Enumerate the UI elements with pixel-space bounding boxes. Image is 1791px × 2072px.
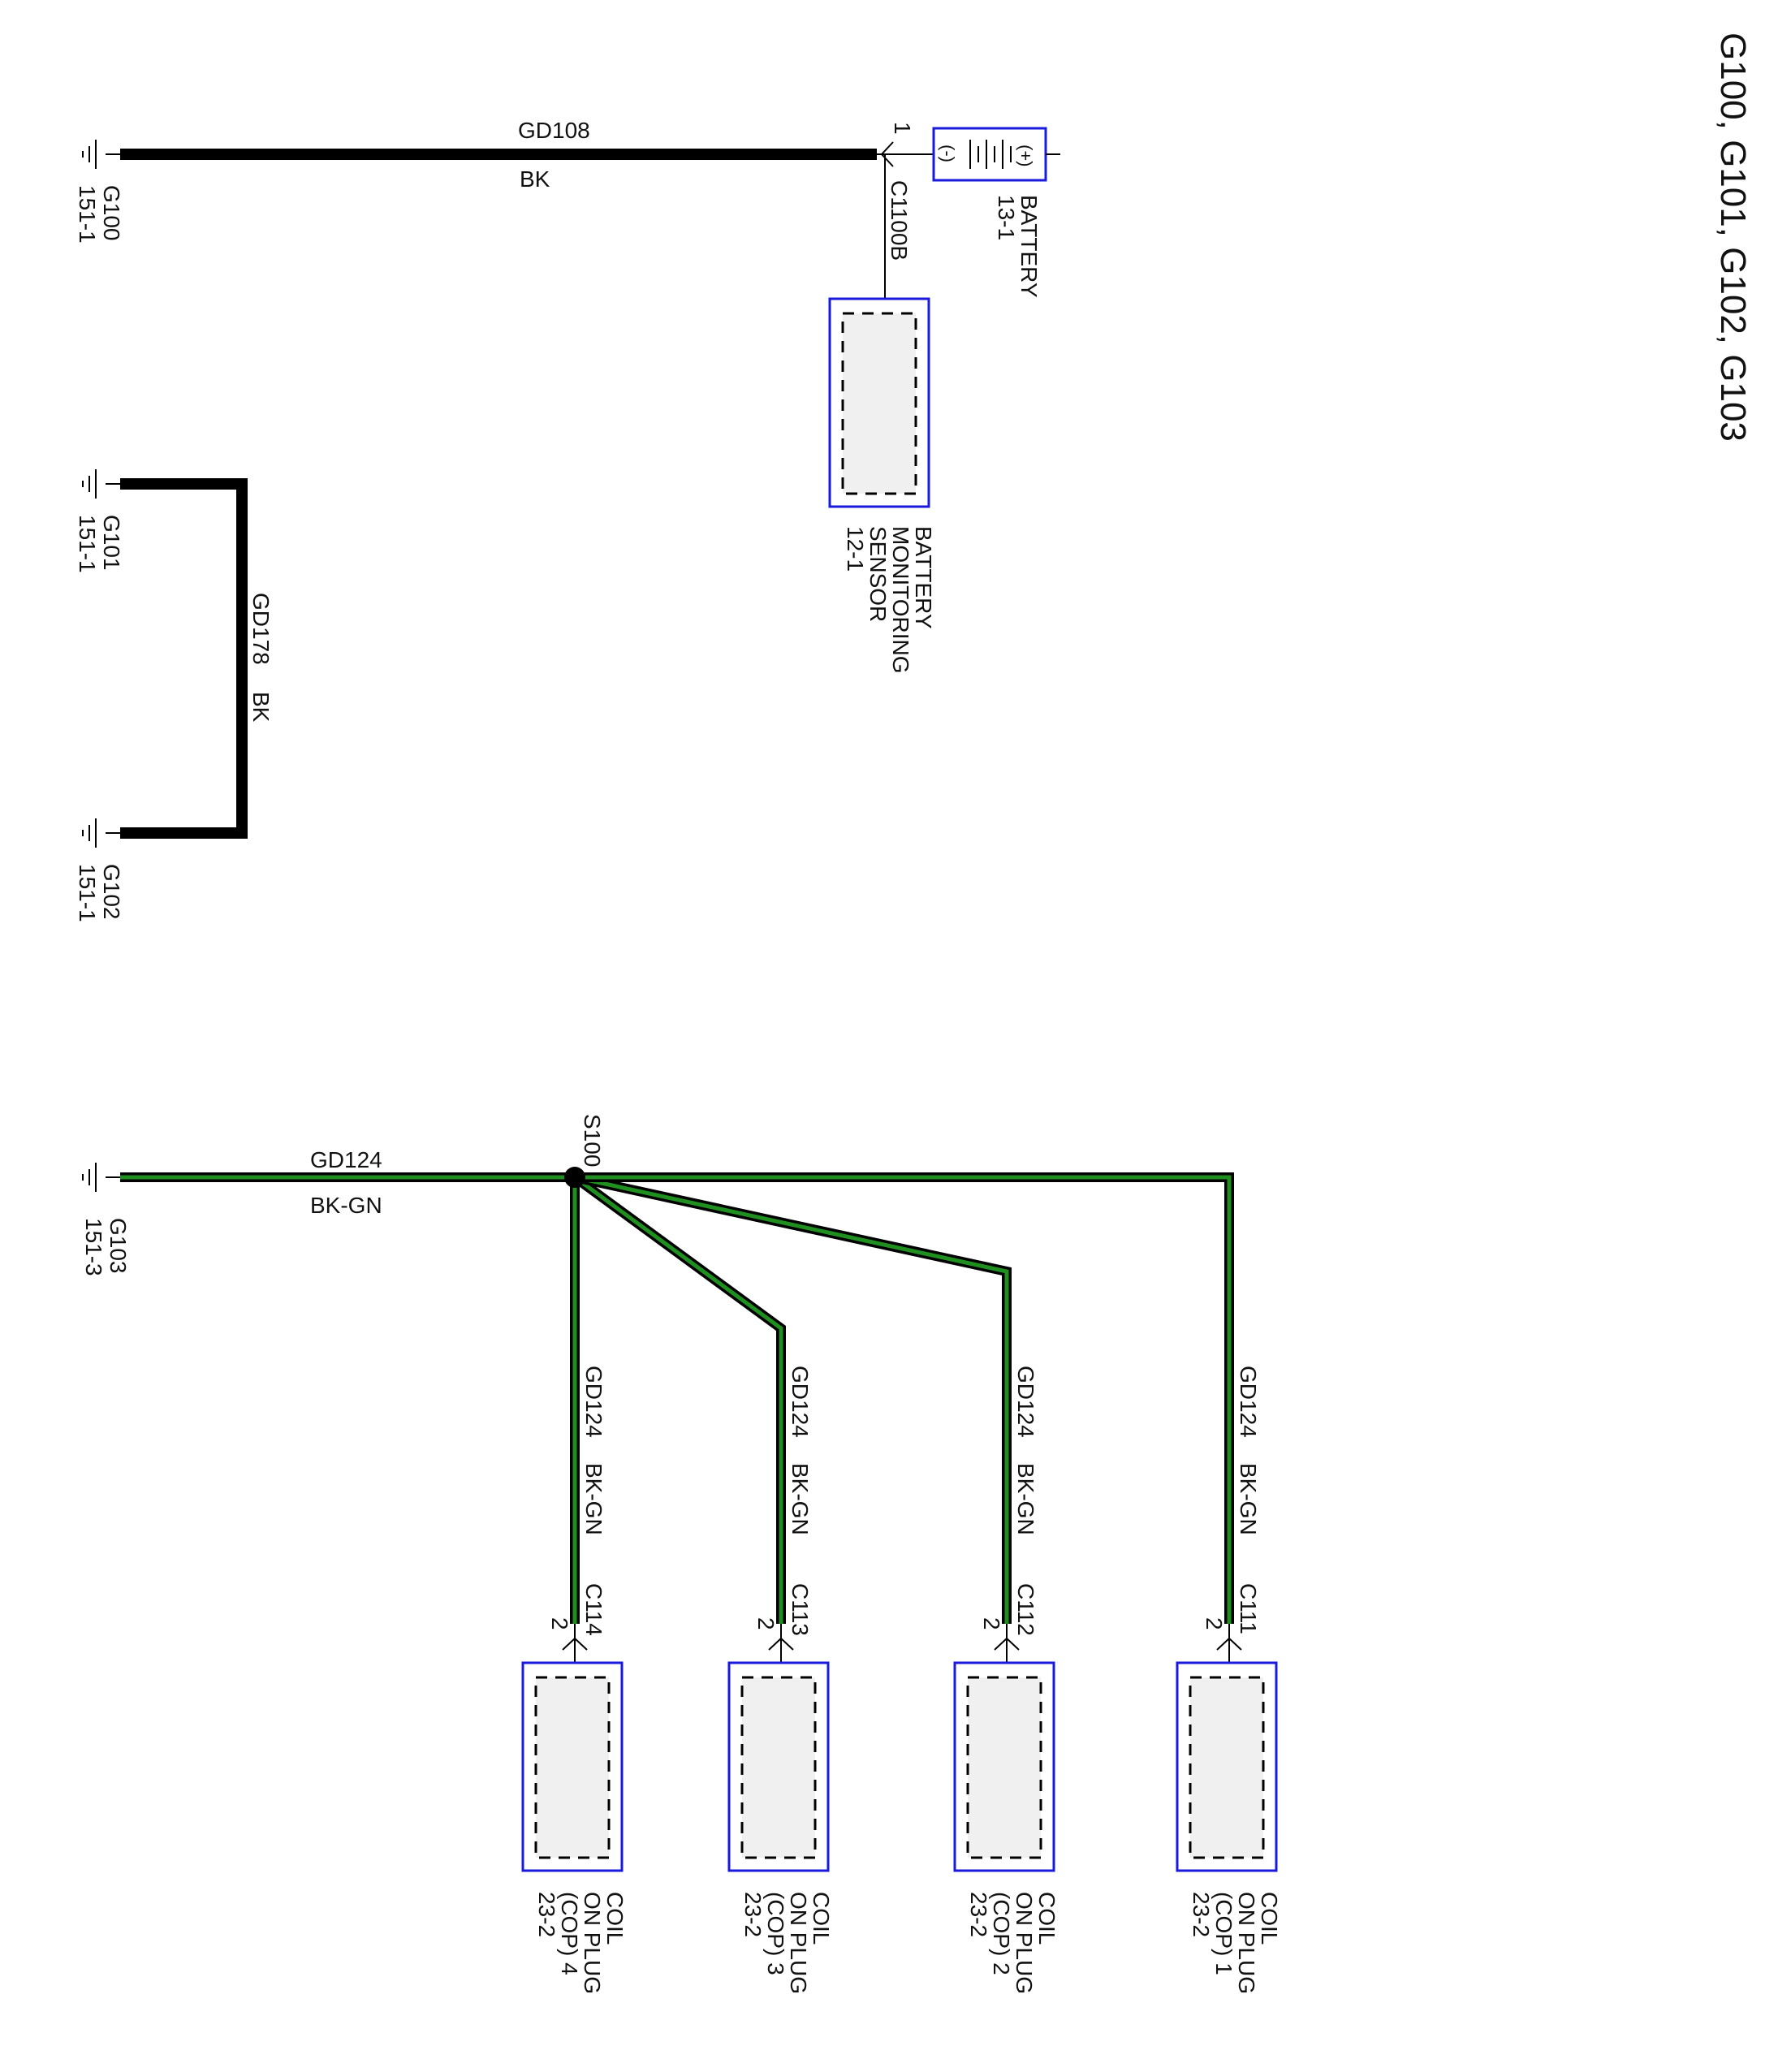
ground-icon	[82, 140, 122, 169]
ground-g101-ref: 151-1	[75, 515, 100, 573]
ground-g100-name: G100	[99, 185, 124, 241]
connector-c114-pin: 2	[547, 1617, 572, 1630]
ground-icon	[82, 469, 122, 499]
ground-g100-ref: 151-1	[75, 185, 100, 244]
connector-c111-pin: 2	[1202, 1617, 1227, 1630]
battery-icon	[969, 140, 1012, 169]
ground-g102-name: G102	[99, 864, 124, 920]
battery-sensor-name-line-1: BATTERY	[911, 526, 936, 629]
wire-gd108-circuit: GD108	[518, 118, 590, 143]
wire-gd124-branch-c112	[573, 1172, 1012, 1624]
coil-4-name-line-1: COIL	[602, 1892, 628, 1945]
coil-1-name-line-1: COIL	[1257, 1892, 1282, 1945]
ground-g103-ref: 151-3	[81, 1218, 106, 1276]
coil-3-ref: 23-2	[740, 1892, 766, 1937]
ground-g101-name: G101	[99, 515, 124, 571]
coil-1-name-line-2: ON PLUG	[1234, 1892, 1259, 1994]
battery: (-) (+)	[932, 127, 1060, 182]
wire-gd178-color: BK	[248, 692, 274, 723]
diagram-title: G100, G101, G102, G103	[1713, 32, 1753, 442]
wire-gd124-c114-color: BK-GN	[581, 1463, 606, 1535]
ground-icon	[82, 818, 122, 848]
wire-gd108-color: BK	[520, 166, 550, 192]
battery-neg-symbol: (-)	[938, 145, 958, 162]
battery-sensor-ref: 12-1	[843, 526, 868, 572]
ground-g103: G103 151-3	[81, 1163, 131, 1276]
coil-4-ref: 23-2	[534, 1892, 559, 1937]
wire-gd124-c113-color: BK-GN	[788, 1463, 813, 1535]
wire-gd178	[120, 478, 248, 839]
ground-icon	[82, 1163, 122, 1192]
wire-gd124-c114-circuit: GD124	[581, 1366, 606, 1438]
wire-gd124-main-color: BK-GN	[310, 1193, 382, 1218]
battery-sensor-name-line-2: MONITORING	[888, 526, 913, 673]
coil-on-plug-3	[727, 1661, 830, 1872]
coil-1-ref: 23-2	[1189, 1892, 1214, 1937]
wire-gd124-c111-circuit: GD124	[1236, 1366, 1261, 1438]
wire-gd124-main-circuit: GD124	[310, 1147, 382, 1172]
splice-s100	[564, 1167, 585, 1188]
wire-gd124-c113-circuit: GD124	[788, 1366, 813, 1438]
ground-g103-name: G103	[106, 1218, 131, 1274]
connector-c111-label: C111	[1236, 1583, 1261, 1634]
battery-name: BATTERY	[1016, 195, 1042, 298]
coil-3-name-line-3: (COP) 3	[763, 1892, 788, 1975]
coil-on-plug-2	[953, 1661, 1055, 1872]
connector-c112-pin: 2	[979, 1617, 1004, 1630]
battery-sensor-name-line-3: SENSOR	[865, 526, 891, 622]
connector-c113-pin: 2	[753, 1617, 779, 1630]
splice-s100-label: S100	[580, 1114, 605, 1167]
coil-2-name-line-1: COIL	[1034, 1892, 1059, 1945]
battery-ref: 13-1	[994, 195, 1019, 240]
ground-g102: G102 151-1	[75, 818, 124, 922]
coil-3-name-line-2: ON PLUG	[786, 1892, 811, 1994]
coil-on-plug-1	[1176, 1661, 1278, 1872]
coil-1-name-line-3: (COP) 1	[1211, 1892, 1236, 1975]
coil-2-ref: 23-2	[966, 1892, 991, 1937]
battery-pin: 1	[890, 122, 915, 135]
wire-gd124-branch-c111	[575, 1172, 1234, 1624]
connector-c1100b-symbol	[877, 141, 934, 317]
connector-c112-label: C112	[1013, 1583, 1038, 1636]
wire-gd124-c112-color: BK-GN	[1013, 1463, 1038, 1535]
wire-gd178-circuit: GD178	[248, 593, 274, 665]
coil-2-name-line-3: (COP) 2	[989, 1892, 1014, 1975]
ground-g102-ref: 151-1	[75, 864, 100, 922]
ground-g101: G101 151-1	[75, 469, 124, 573]
connector-c1100b-label: C1100B	[887, 180, 912, 261]
battery-pos-symbol: (+)	[1016, 145, 1036, 167]
coil-4-name-line-3: (COP) 4	[557, 1892, 582, 1975]
connector-c114-label: C114	[581, 1583, 606, 1636]
coil-3-name-line-1: COIL	[809, 1892, 834, 1945]
battery-monitoring-sensor	[828, 297, 930, 508]
coil-on-plug-4	[521, 1661, 624, 1872]
ground-g100: G100 151-1	[75, 140, 124, 244]
wire-gd124-c112-circuit: GD124	[1013, 1366, 1038, 1438]
coil-2-name-line-2: ON PLUG	[1012, 1892, 1037, 1994]
wire-gd124-branch-c113	[572, 1173, 786, 1624]
wire-gd124-c111-color: BK-GN	[1236, 1463, 1261, 1535]
coil-4-name-line-2: ON PLUG	[580, 1892, 605, 1994]
connector-c113-label: C113	[788, 1583, 813, 1636]
